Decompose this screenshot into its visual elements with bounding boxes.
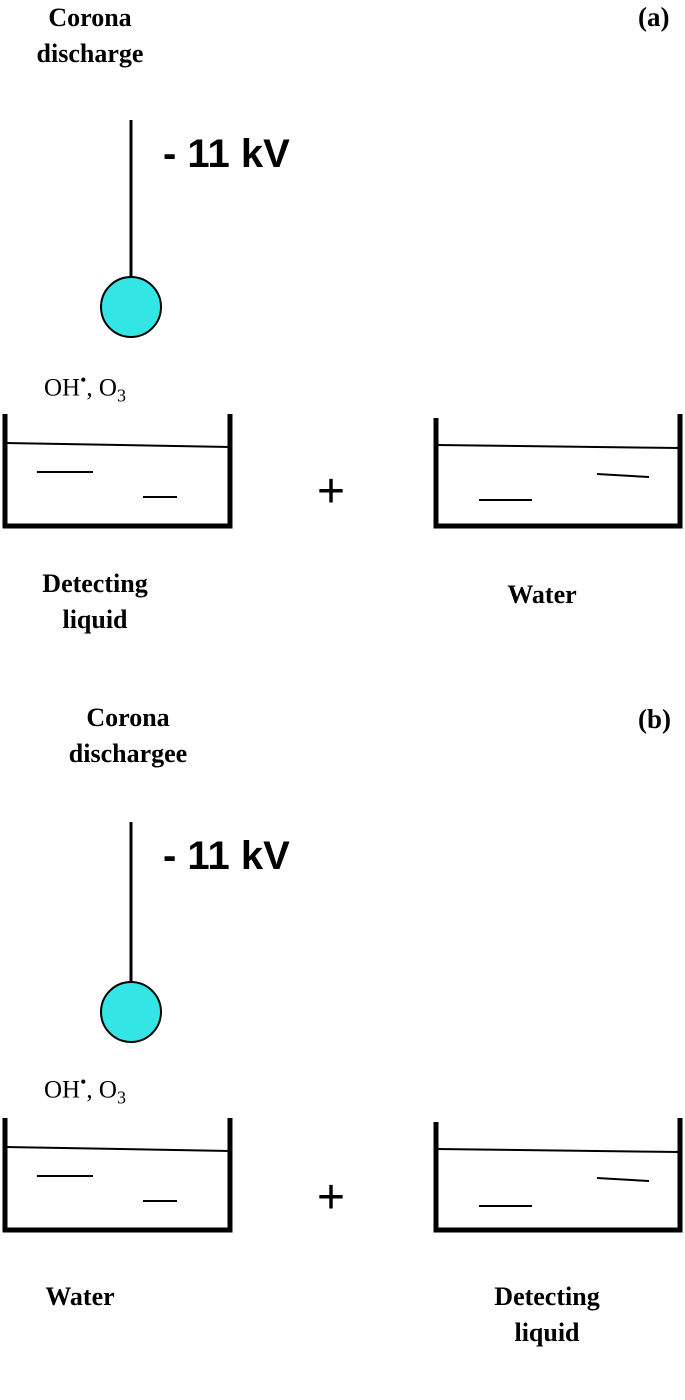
species-label: OH•, O3 [44,370,126,406]
electrode-ball [100,276,162,338]
right-container-label: Detecting liquid [494,1282,600,1347]
right-container [433,1118,683,1233]
left-container-label: Water [45,1282,115,1311]
source-label: Corona discharge [36,3,144,68]
panel-tag: (b) [638,704,671,734]
left-container-label: Detecting liquid [42,569,148,634]
voltage-label: - 11 kV [163,132,290,176]
source-label: Corona dischargee [68,703,188,768]
panel-b-drawing [2,822,683,1233]
panel-tag: (a) [638,2,670,32]
left-container [2,1118,233,1233]
plus-sign: + [317,1171,346,1224]
voltage-label: - 11 kV [163,834,290,878]
panel-a: Corona discharge (a) - 11 kV OH•, O3 + D… [2,2,683,634]
species-label: OH•, O3 [44,1072,126,1108]
right-container [433,414,683,529]
left-container [2,414,233,529]
electrode-ball [100,981,162,1043]
plus-sign: + [317,465,346,518]
right-container-label: Water [507,580,577,609]
panel-a-drawing [2,120,683,529]
panel-b: Corona dischargee (b) - 11 kV OH•, O3 + … [0,700,685,1400]
